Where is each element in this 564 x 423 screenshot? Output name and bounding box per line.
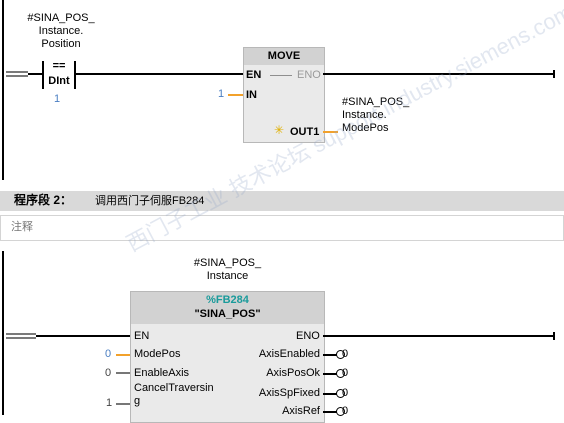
- rung-wire: [323, 335, 553, 337]
- output-wire: [323, 411, 337, 413]
- out1-operand-label: #SINA_POS_ Instance. ModePos: [342, 96, 410, 134]
- rung-wire: [36, 335, 130, 337]
- input-wire-canceltraversing: [116, 403, 130, 405]
- out1-wire: [323, 131, 338, 133]
- move-title: MOVE: [244, 48, 324, 65]
- compare-type[interactable]: DInt: [48, 75, 70, 87]
- output-pin: [336, 389, 345, 398]
- rung-end: [553, 70, 555, 78]
- in-wire: [228, 94, 243, 96]
- rail-stub: [6, 75, 28, 77]
- move-out1-pin[interactable]: OUT1: [290, 126, 320, 138]
- input-wire-modepos: [116, 354, 130, 356]
- rail-stub: [6, 333, 36, 335]
- fb-instance-label: #SINA_POS_ Instance: [193, 257, 262, 282]
- fb-output-axisenabled[interactable]: AxisEnabled: [258, 348, 320, 360]
- comment-row[interactable]: 注释: [0, 215, 564, 241]
- fb-output-axisref[interactable]: AxisRef: [282, 405, 320, 417]
- output-wire: [323, 393, 337, 395]
- input-value-canceltraversing[interactable]: 1: [106, 397, 113, 409]
- output-wire: [323, 354, 337, 356]
- input-wire-enableaxis: [116, 372, 130, 374]
- fb-input-canceltraversing[interactable]: CancelTraversin g: [134, 382, 214, 407]
- rung-end: [553, 332, 555, 340]
- fb-name: "SINA_POS": [194, 308, 261, 320]
- fb-input-enableaxis[interactable]: EnableAxis: [134, 367, 190, 379]
- rail-stub: [6, 71, 28, 73]
- contact-left-bar: [42, 61, 44, 89]
- output-pin: [336, 369, 345, 378]
- output-value-axisspfixed[interactable]: 0: [342, 387, 349, 399]
- fb-header: %FB284 "SINA_POS": [131, 292, 324, 324]
- output-value-axisenabled[interactable]: 0: [342, 348, 349, 360]
- network-title[interactable]: 调用西门子伺服FB284: [95, 195, 205, 207]
- compare-operator[interactable]: ==: [52, 60, 66, 72]
- comment-text: 注释: [11, 221, 33, 233]
- move-en-pin[interactable]: EN: [246, 69, 262, 81]
- network-number: 程序段 2：: [14, 193, 73, 207]
- contact-right-bar: [74, 61, 76, 89]
- move-eno-pin[interactable]: ENO: [297, 69, 321, 81]
- compare-value[interactable]: 1: [54, 93, 61, 105]
- fb-output-axisposok[interactable]: AxisPosOk: [266, 367, 320, 379]
- output-pin: [336, 350, 345, 359]
- spark-icon: ✳: [274, 123, 285, 137]
- move-block[interactable]: MOVE: [243, 47, 325, 143]
- en-eno-line: [270, 75, 292, 76]
- move-in-value[interactable]: 1: [218, 88, 225, 100]
- network-header[interactable]: 程序段 2： 调用西门子伺服FB284: [0, 191, 564, 211]
- rail-stub: [6, 337, 36, 339]
- fb-input-en[interactable]: EN: [134, 330, 150, 342]
- left-power-rail-2: [2, 251, 4, 415]
- output-value-axisposok[interactable]: 0: [342, 367, 349, 379]
- rung-wire: [76, 73, 243, 75]
- fb-input-modepos[interactable]: ModePos: [134, 348, 181, 360]
- fb-number: %FB284: [206, 294, 249, 306]
- rung-wire: [28, 73, 42, 75]
- left-power-rail-1: [2, 0, 4, 180]
- input-value-modepos[interactable]: 0: [105, 348, 112, 360]
- rung-wire: [323, 73, 553, 75]
- move-in-pin[interactable]: IN: [246, 89, 257, 101]
- fb284-block[interactable]: %FB284 "SINA_POS": [130, 291, 325, 423]
- output-value-axisref[interactable]: 0: [342, 405, 349, 417]
- fb-output-eno[interactable]: ENO: [296, 330, 320, 342]
- input-value-enableaxis[interactable]: 0: [105, 367, 112, 379]
- output-wire: [323, 373, 337, 375]
- fb-output-axisspfixed[interactable]: AxisSpFixed: [258, 387, 320, 399]
- compare-operand-label: #SINA_POS_ Instance. Position: [27, 12, 95, 50]
